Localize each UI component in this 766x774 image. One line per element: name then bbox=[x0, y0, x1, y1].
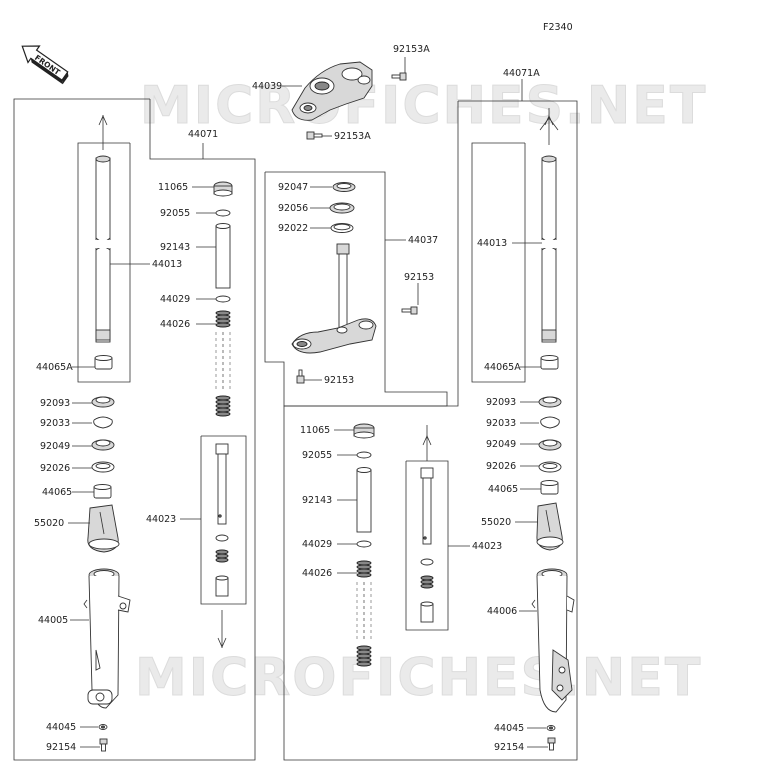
damper-parts-left bbox=[213, 181, 233, 417]
label-92047: 92047 bbox=[278, 182, 308, 193]
label-92033-right: 92033 bbox=[486, 418, 516, 429]
label-92153a-top: 92153A bbox=[393, 44, 430, 55]
label-92153a-bottom: 92153A bbox=[334, 131, 371, 142]
label-44065a-left: 44065A bbox=[36, 362, 73, 373]
guide-bush-44065a-right bbox=[540, 355, 559, 370]
bolt-92153-side bbox=[401, 306, 418, 315]
label-92056: 92056 bbox=[278, 203, 308, 214]
label-44029-right: 44029 bbox=[302, 539, 332, 550]
label-44065-left: 44065 bbox=[42, 487, 72, 498]
label-44023-right: 44023 bbox=[472, 541, 502, 552]
guide-bush-44065a-left bbox=[94, 355, 113, 370]
label-11065-right: 11065 bbox=[300, 425, 330, 436]
label-92049-left: 92049 bbox=[40, 441, 70, 452]
label-44013-right: 44013 bbox=[477, 238, 507, 249]
label-44013-left: 44013 bbox=[152, 259, 182, 270]
label-44045-left: 44045 bbox=[46, 722, 76, 733]
label-92026-left: 92026 bbox=[40, 463, 70, 474]
label-92143-left: 92143 bbox=[160, 242, 190, 253]
inner-tube-left bbox=[95, 115, 111, 343]
label-92093-right: 92093 bbox=[486, 397, 516, 408]
cartridge-44023-left bbox=[215, 443, 229, 597]
label-44071a: 44071A bbox=[503, 68, 540, 79]
left-group-outline bbox=[13, 98, 256, 761]
label-44006: 44006 bbox=[487, 606, 517, 617]
label-92153-bottom: 92153 bbox=[324, 375, 354, 386]
oil-seal-parts-right bbox=[538, 396, 562, 495]
label-92055-left: 92055 bbox=[160, 208, 190, 219]
gasket-44045-right bbox=[546, 725, 556, 731]
label-44065a-right: 44065A bbox=[484, 362, 521, 373]
label-92154-left: 92154 bbox=[46, 742, 76, 753]
figure-code: F2340 bbox=[543, 22, 573, 33]
front-arrow-icon: FRONT bbox=[21, 45, 69, 85]
label-55020-right: 55020 bbox=[481, 517, 511, 528]
label-92154-right: 92154 bbox=[494, 742, 524, 753]
label-92049-right: 92049 bbox=[486, 439, 516, 450]
label-44039: 44039 bbox=[252, 81, 282, 92]
label-44026-right: 44026 bbox=[302, 568, 332, 579]
label-92093-left: 92093 bbox=[40, 398, 70, 409]
cartridge-44023-right bbox=[420, 467, 434, 623]
label-92033-left: 92033 bbox=[40, 418, 70, 429]
bolt-92153a-top bbox=[391, 72, 407, 81]
bolt-92153a-bottom bbox=[306, 131, 323, 140]
oil-seal-parts-left bbox=[91, 396, 115, 499]
inner-tube-right bbox=[539, 108, 559, 343]
bolt-92153-bottom bbox=[296, 369, 305, 384]
label-44071: 44071 bbox=[188, 129, 218, 140]
label-44005: 44005 bbox=[38, 615, 68, 626]
label-92022: 92022 bbox=[278, 223, 308, 234]
label-44023-left: 44023 bbox=[146, 514, 176, 525]
label-11065-left: 11065 bbox=[158, 182, 188, 193]
bolt-92154-right bbox=[547, 737, 556, 751]
label-92143-right: 92143 bbox=[302, 495, 332, 506]
bolt-92154-left bbox=[99, 738, 108, 752]
label-92026-right: 92026 bbox=[486, 461, 516, 472]
watermark-top: MICROFICHES.NET bbox=[140, 76, 707, 136]
watermark-bottom: MICROFICHES.NET bbox=[135, 648, 702, 708]
label-92055-right: 92055 bbox=[302, 450, 332, 461]
right-group-outline bbox=[283, 100, 578, 761]
label-44065-right: 44065 bbox=[488, 484, 518, 495]
label-44029-left: 44029 bbox=[160, 294, 190, 305]
gasket-44045-left bbox=[98, 724, 108, 730]
outer-tube-44006-right bbox=[531, 568, 575, 713]
label-44037: 44037 bbox=[408, 235, 438, 246]
outer-tube-44005-left bbox=[83, 568, 131, 709]
label-44045-right: 44045 bbox=[494, 723, 524, 734]
label-44026-left: 44026 bbox=[160, 319, 190, 330]
fork-protector-55020-right bbox=[536, 502, 564, 551]
label-92153-side: 92153 bbox=[404, 272, 434, 283]
stem-parts bbox=[291, 182, 377, 354]
label-55020-left: 55020 bbox=[34, 518, 64, 529]
upper-bracket-44039 bbox=[291, 61, 373, 121]
fork-protector-55020-left bbox=[87, 504, 120, 553]
damper-parts-right bbox=[353, 423, 375, 667]
